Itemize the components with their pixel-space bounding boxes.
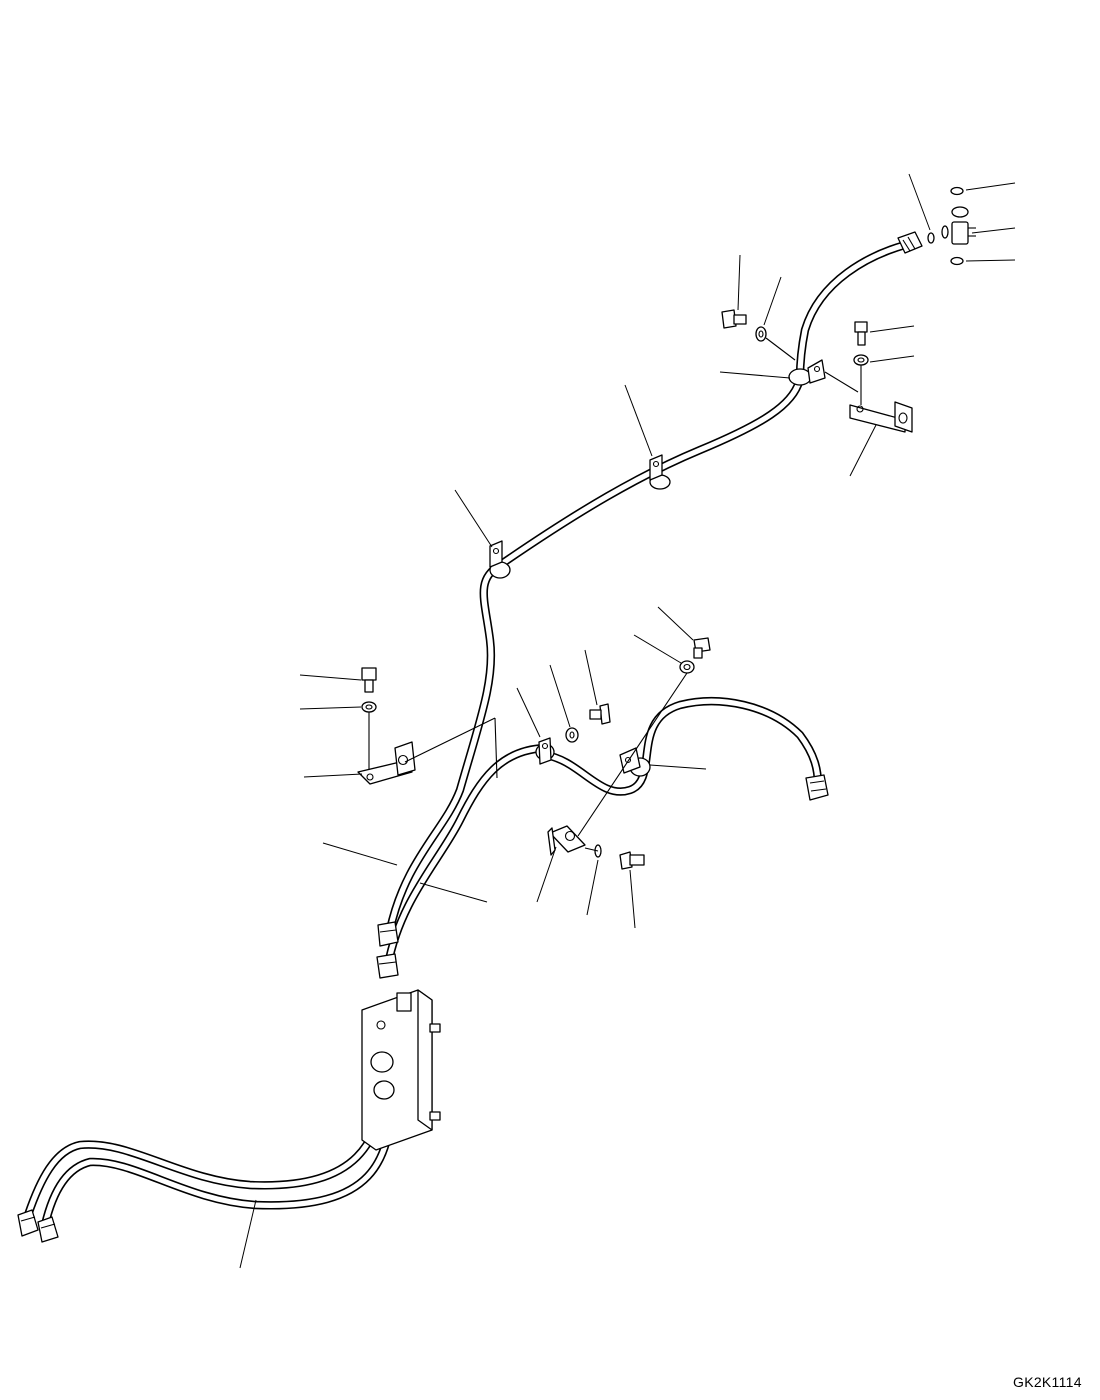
o-ring-top xyxy=(950,186,964,196)
washer-center xyxy=(565,727,579,743)
hose-end-nuts-lower-left xyxy=(17,1209,59,1243)
o-ring-middle xyxy=(927,232,935,244)
upper-hose xyxy=(385,240,910,935)
washer-top-left xyxy=(755,326,767,342)
lower-hoses xyxy=(23,1075,397,1230)
bracket-middle xyxy=(547,825,586,856)
hose-end-nut-upper-right xyxy=(897,231,923,254)
hose-end-nut-middle-right xyxy=(805,774,829,801)
assembly-lines xyxy=(368,337,862,852)
bracket-upper-right xyxy=(849,401,913,433)
washer-middle-top xyxy=(679,660,695,674)
washer-top-right xyxy=(853,354,869,366)
o-ring-bottom xyxy=(950,256,964,266)
bolt-center xyxy=(589,703,611,725)
bolt-lower xyxy=(619,851,645,870)
bolt-middle-top xyxy=(693,637,711,659)
clamp-middle-right xyxy=(619,747,651,777)
bolt-top-left xyxy=(721,309,747,329)
tee-adapter xyxy=(941,206,976,245)
drawing-code-label: GK2K1114 xyxy=(1013,1374,1082,1390)
upper-hose-return xyxy=(383,743,550,970)
clamp-upper-middle xyxy=(649,454,671,490)
bolt-top-right xyxy=(854,321,868,346)
hose-end-nuts-center xyxy=(376,921,399,979)
leader-lines xyxy=(239,173,1016,1269)
manifold-block xyxy=(361,989,441,1151)
bracket-left xyxy=(357,741,416,785)
clamp-upper-right xyxy=(788,359,826,386)
clamp-middle-left xyxy=(535,737,555,765)
clamp-upper-left xyxy=(489,540,511,579)
washer-left xyxy=(361,701,377,713)
middle-hose xyxy=(540,697,823,796)
bolt-left xyxy=(361,667,377,693)
